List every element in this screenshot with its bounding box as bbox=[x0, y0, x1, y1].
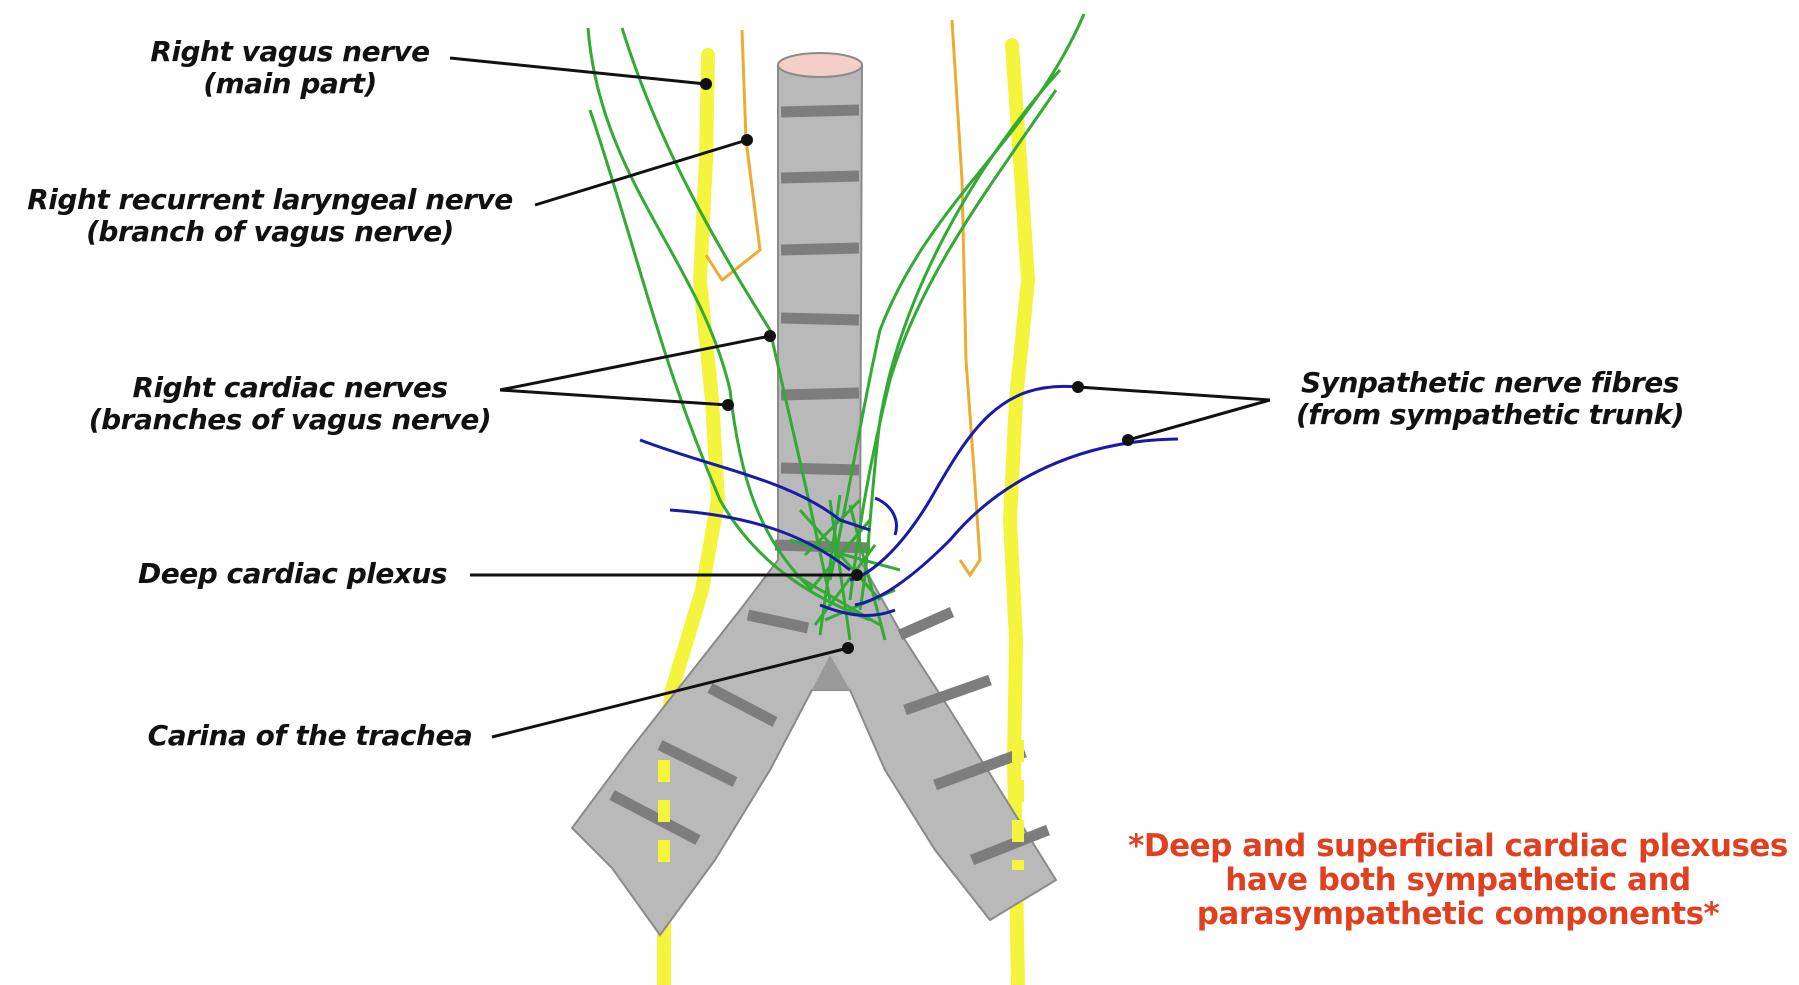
sympathetic-fibre-6 bbox=[875, 498, 896, 535]
label-deep-plexus: Deep cardiac plexus bbox=[120, 558, 465, 590]
label-sympathetic: Synpathetic nerve fibres (from sympathet… bbox=[1270, 367, 1710, 431]
leader-sympathetic-2 bbox=[1128, 400, 1270, 440]
leader-right-cardiac-2 bbox=[500, 390, 728, 405]
plexus-note: *Deep and superficial cardiac plexuses h… bbox=[1118, 829, 1798, 931]
label-right-cardiac-line2: (branches of vagus nerve) bbox=[80, 404, 500, 436]
trachea bbox=[572, 53, 1056, 935]
label-right-cardiac-line1: Right cardiac nerves bbox=[80, 372, 500, 404]
label-sympathetic-line2: (from sympathetic trunk) bbox=[1270, 399, 1710, 431]
plexus-note-line2: have both sympathetic and bbox=[1118, 863, 1798, 897]
left-recurrent-laryngeal-nerve bbox=[952, 20, 980, 575]
leader-right-vagus bbox=[450, 58, 706, 84]
label-right-recurrent: Right recurrent laryngeal nerve (branch … bbox=[10, 184, 530, 248]
leader-dots bbox=[700, 78, 1134, 654]
label-carina-line1: Carina of the trachea bbox=[130, 720, 490, 752]
label-right-vagus-line1: Right vagus nerve bbox=[130, 36, 450, 68]
sympathetic-fibre-3 bbox=[850, 386, 1078, 580]
label-right-recurrent-line1: Right recurrent laryngeal nerve bbox=[10, 184, 530, 216]
plexus-note-line1: *Deep and superficial cardiac plexuses bbox=[1118, 829, 1798, 863]
label-carina: Carina of the trachea bbox=[130, 720, 490, 752]
label-right-vagus: Right vagus nerve (main part) bbox=[130, 36, 450, 100]
label-sympathetic-line1: Synpathetic nerve fibres bbox=[1270, 367, 1710, 399]
leader-sympathetic-1 bbox=[1078, 387, 1270, 400]
plexus-note-line3: parasympathetic components* bbox=[1118, 897, 1798, 931]
label-deep-plexus-line1: Deep cardiac plexus bbox=[120, 558, 465, 590]
trachea-lumen bbox=[778, 53, 862, 77]
label-right-recurrent-line2: (branch of vagus nerve) bbox=[10, 216, 530, 248]
label-right-cardiac: Right cardiac nerves (branches of vagus … bbox=[80, 372, 500, 436]
label-right-vagus-line2: (main part) bbox=[130, 68, 450, 100]
